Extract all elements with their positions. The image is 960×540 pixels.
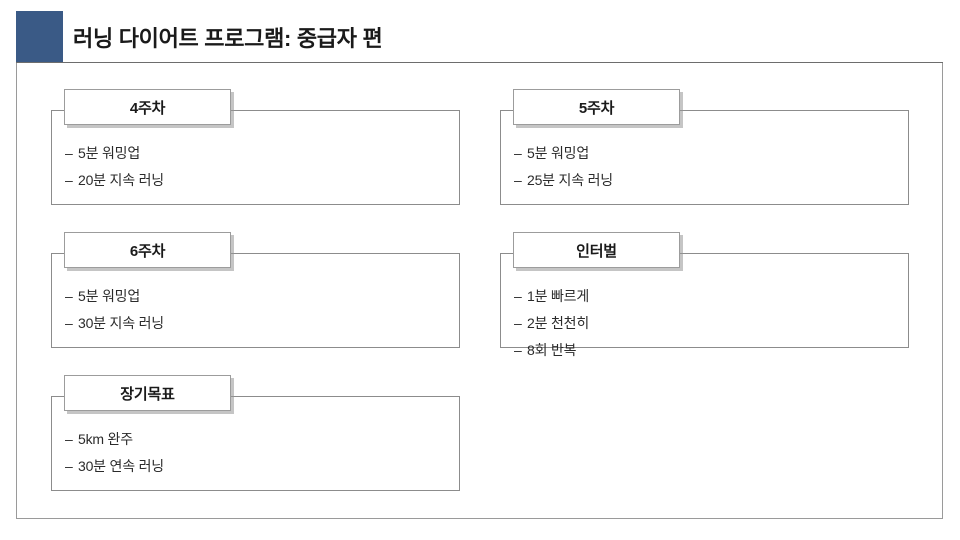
list-item-label: 20분 지속 러닝 [78, 172, 164, 188]
card-header-tab[interactable]: 장기목표 [64, 375, 231, 411]
card-week5[interactable]: 5주차 –5분 워밍업 –25분 지속 러닝 [500, 89, 909, 205]
list-item-label: 2분 천천히 [527, 315, 589, 331]
card-week4[interactable]: 4주차 –5분 워밍업 –20분 지속 러닝 [51, 89, 460, 205]
list-item: –30분 지속 러닝 [65, 310, 164, 337]
bullet-dash-icon: – [514, 315, 522, 331]
bullet-dash-icon: – [65, 315, 73, 331]
bullet-dash-icon: – [65, 288, 73, 304]
card-item-list: –5분 워밍업 –30분 지속 러닝 [65, 283, 164, 337]
card-body [51, 110, 460, 205]
card-header-tab[interactable]: 5주차 [513, 89, 680, 125]
bullet-dash-icon: – [514, 145, 522, 161]
card-item-list: –5분 워밍업 –20분 지속 러닝 [65, 140, 164, 194]
list-item: –5분 워밍업 [514, 140, 613, 167]
list-item-label: 5분 워밍업 [78, 145, 140, 161]
list-item-label: 8회 반복 [527, 342, 577, 358]
card-header-tab[interactable]: 인터벌 [513, 232, 680, 268]
card-header-tab[interactable]: 4주차 [64, 89, 231, 125]
card-body [51, 396, 460, 491]
list-item: –30분 연속 러닝 [65, 453, 164, 480]
card-title: 5주차 [578, 99, 615, 117]
card-long-term-goal[interactable]: 장기목표 –5km 완주 –30분 연속 러닝 [51, 375, 460, 491]
list-item: –25분 지속 러닝 [514, 167, 613, 194]
card-body [51, 253, 460, 348]
list-item-label: 25분 지속 러닝 [527, 172, 613, 188]
list-item: –2분 천천히 [514, 310, 589, 337]
card-title: 6주차 [129, 242, 166, 260]
card-title: 인터벌 [576, 242, 617, 260]
list-item: –5km 완주 [65, 426, 164, 453]
card-interval[interactable]: 인터벌 –1분 빠르게 –2분 천천히 –8회 반복 [500, 232, 909, 358]
card-item-list: –1분 빠르게 –2분 천천히 –8회 반복 [514, 283, 589, 364]
list-item-label: 5km 완주 [78, 431, 133, 447]
list-item: –20분 지속 러닝 [65, 167, 164, 194]
list-item-label: 5분 워밍업 [527, 145, 589, 161]
list-item-label: 30분 지속 러닝 [78, 315, 164, 331]
list-item: –5분 워밍업 [65, 283, 164, 310]
card-item-list: –5km 완주 –30분 연속 러닝 [65, 426, 164, 480]
bullet-dash-icon: – [65, 458, 73, 474]
page-title: 러닝 다이어트 프로그램: 중급자 편 [73, 25, 383, 51]
list-item: –5분 워밍업 [65, 140, 164, 167]
card-body [500, 253, 909, 348]
card-item-list: –5분 워밍업 –25분 지속 러닝 [514, 140, 613, 194]
card-body [500, 110, 909, 205]
bullet-dash-icon: – [514, 172, 522, 188]
card-title: 장기목표 [120, 385, 175, 403]
header-accent-block [16, 11, 63, 62]
list-item-label: 5분 워밍업 [78, 288, 140, 304]
bullet-dash-icon: – [514, 288, 522, 304]
bullet-dash-icon: – [65, 172, 73, 188]
card-title: 4주차 [129, 99, 166, 117]
bullet-dash-icon: – [65, 145, 73, 161]
card-week6[interactable]: 6주차 –5분 워밍업 –30분 지속 러닝 [51, 232, 460, 348]
bullet-dash-icon: – [65, 431, 73, 447]
list-item: –8회 반복 [514, 337, 589, 364]
list-item-label: 30분 연속 러닝 [78, 458, 164, 474]
card-header-tab[interactable]: 6주차 [64, 232, 231, 268]
slide-header: 러닝 다이어트 프로그램: 중급자 편 [16, 11, 943, 63]
list-item: –1분 빠르게 [514, 283, 589, 310]
bullet-dash-icon: – [514, 342, 522, 358]
list-item-label: 1분 빠르게 [527, 288, 589, 304]
